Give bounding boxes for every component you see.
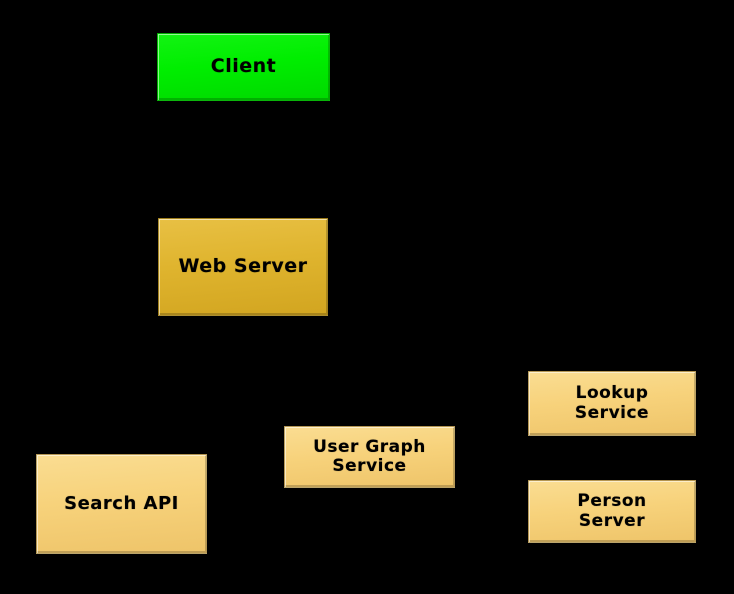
node-client[interactable]: Client	[157, 33, 330, 101]
node-label-client: Client	[210, 55, 277, 78]
node-label-search-api: Search API	[64, 492, 179, 514]
node-web-server[interactable]: Web Server	[158, 218, 328, 316]
node-search-api[interactable]: Search API	[36, 454, 207, 554]
node-label-web-server: Web Server	[178, 255, 308, 278]
